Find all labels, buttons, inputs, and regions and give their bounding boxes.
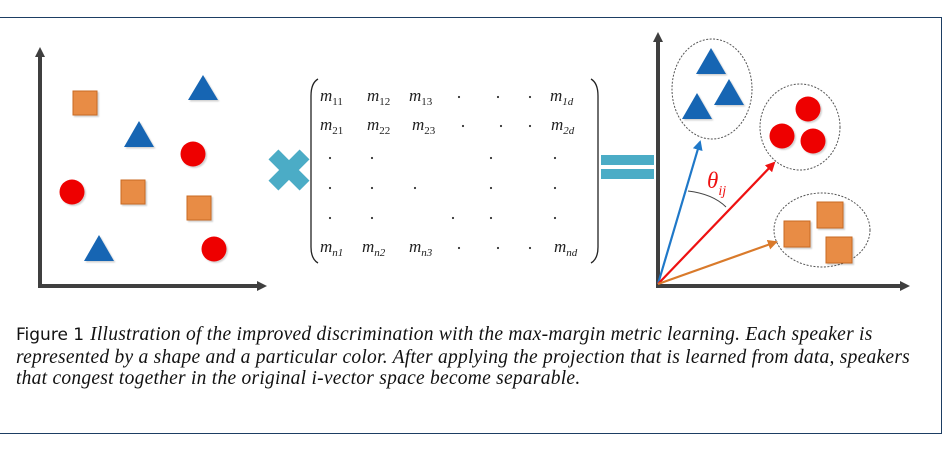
orange-square-point [783, 220, 811, 248]
matrix-cell: m21 [320, 115, 343, 137]
figure-caption-text: Illustration of the improved discriminat… [16, 324, 911, 389]
red-circle-point [180, 141, 206, 167]
matrix-left-bracket [310, 78, 319, 264]
matrix-cell: m2d [551, 115, 575, 137]
red-cluster-boundary [759, 83, 841, 171]
figure-illustration: m11 m12 m13 m1d m21 m22 m23 m2d mn1 mn2 … [35, 32, 910, 291]
multiply-icon [268, 149, 310, 191]
matrix-cell: mn2 [362, 237, 386, 259]
blue-triangle-point [714, 79, 744, 105]
orange-vector-arrow [657, 239, 778, 286]
matrix-cell: mn1 [320, 237, 343, 259]
orange-cluster-boundary [773, 192, 871, 268]
blue-triangle-point [696, 48, 726, 74]
blue-vector-arrow [656, 140, 703, 285]
equals-icon [601, 155, 654, 179]
figure-label: Figure 1 [16, 325, 85, 345]
projection-matrix: m11 m12 m13 m1d m21 m22 m23 m2d mn1 mn2 … [310, 78, 599, 264]
orange-square-point [825, 236, 853, 264]
blue-triangle-point [188, 75, 218, 100]
matrix-cell: m22 [367, 115, 390, 137]
red-circle-point [800, 128, 826, 154]
matrix-cell: m1d [550, 86, 574, 108]
red-circle-point [795, 96, 821, 122]
blue-triangle-point [682, 93, 712, 119]
matrix-cell: m23 [412, 115, 436, 137]
matrix-cell: mn3 [409, 237, 433, 259]
orange-square-point [120, 179, 146, 205]
matrix-cell: m13 [409, 86, 433, 108]
angle-arc [687, 190, 727, 208]
red-circle-point [59, 179, 85, 205]
matrix-ellipsis-dots [328, 95, 557, 250]
red-circle-point [769, 123, 795, 149]
figure-frame [0, 17, 942, 434]
matrix-right-bracket [590, 78, 599, 264]
red-circle-point [201, 236, 227, 262]
orange-square-point [186, 195, 212, 221]
blue-cluster-boundary [671, 38, 753, 140]
blue-triangle-point [84, 235, 114, 261]
blue-triangle-point [124, 121, 154, 147]
left-scatter-panel [35, 47, 267, 291]
matrix-cell: m11 [320, 86, 343, 108]
red-vector-arrow [657, 161, 776, 285]
orange-square-point [816, 201, 844, 229]
matrix-cell: mnd [554, 237, 578, 259]
right-projected-panel: θij [653, 32, 910, 291]
matrix-cell: m12 [367, 86, 390, 108]
orange-square-point [72, 90, 98, 116]
angle-theta-label: θij [707, 168, 726, 199]
